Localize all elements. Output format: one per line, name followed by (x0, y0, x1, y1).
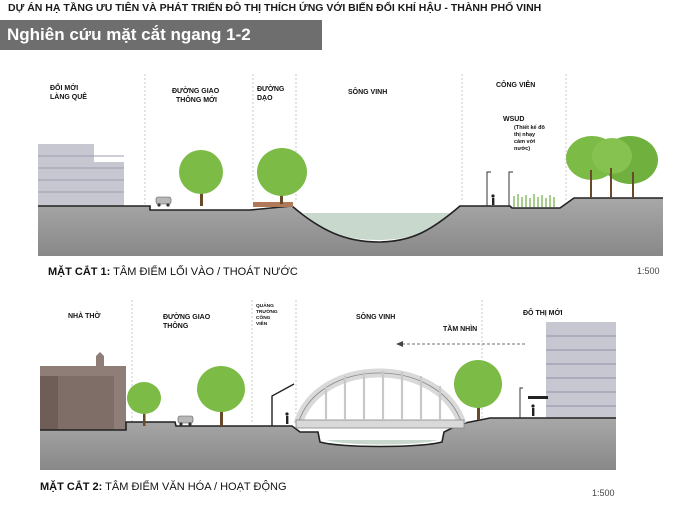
lamp-post-icon (486, 171, 513, 206)
river-water (326, 440, 438, 445)
section2-caption-text: TÂM ĐIỂM VĂN HÓA / HOẠT ĐỘNG (102, 481, 287, 493)
zone-label-park: CÔNG VIÊN (496, 80, 535, 89)
tree-icon (257, 148, 307, 204)
wsud-label: WSUD (503, 116, 524, 123)
ground-profile (38, 198, 663, 256)
section1-caption-text: TÂM ĐIỂM LỐI VÀO / THOÁT NƯỚC (110, 266, 298, 278)
lamp-post-icon (519, 387, 523, 418)
car-icon (155, 196, 172, 207)
river-water (303, 213, 450, 240)
wsud-planting (513, 194, 555, 207)
banner-title: Nghiên cứu mặt cắt ngang 1-2 (7, 25, 251, 44)
wsud-note: (Thiết kế đô thị nhạy cảm với nước) (514, 124, 546, 152)
section-banner: Nghiên cứu mặt cắt ngang 1-2 (0, 20, 322, 50)
section1-caption: MẶT CẮT 1: TÂM ĐIỂM LỐI VÀO / THOÁT NƯỚC (48, 266, 298, 278)
section2-caption-prefix: MẶT CẮT 2: (40, 481, 103, 493)
section1-caption-prefix: MẶT CẮT 1: (48, 266, 111, 278)
promenade-deck (253, 202, 293, 207)
person-icon (491, 194, 495, 205)
car-icon (177, 415, 194, 426)
park-trees (566, 136, 658, 198)
zone-label-river: SÔNG VINH (348, 87, 387, 96)
section2-scale: 1:500 (592, 488, 615, 498)
zone-label-new-urban: ĐÔ THỊ MỚI (523, 308, 562, 317)
person-icon (285, 412, 289, 424)
tree-icon (454, 360, 502, 420)
village-building (38, 144, 124, 206)
tree-icon (179, 150, 223, 206)
section2-caption: MẶT CẮT 2: TÂM ĐIỂM VĂN HÓA / HOẠT ĐỘNG (40, 481, 287, 493)
tree-icon (197, 366, 245, 426)
zone-label-church: NHÀ THỜ (68, 311, 100, 320)
canopy-icon (271, 383, 295, 426)
bridge-arch (293, 368, 467, 429)
section1-scale: 1:500 (637, 266, 660, 276)
person-icon (531, 404, 535, 416)
church-building (40, 352, 126, 430)
page-title: DỰ ÁN HẠ TẦNG ƯU TIÊN VÀ PHÁT TRIỂN ĐÔ T… (8, 2, 542, 14)
view-arrow (396, 341, 525, 347)
tree-icon (127, 382, 161, 426)
new-urban-building (528, 322, 616, 422)
zone-label-view: TẦM NHÌN (443, 323, 477, 333)
zone-label-river: SÔNG VINH (356, 312, 395, 321)
